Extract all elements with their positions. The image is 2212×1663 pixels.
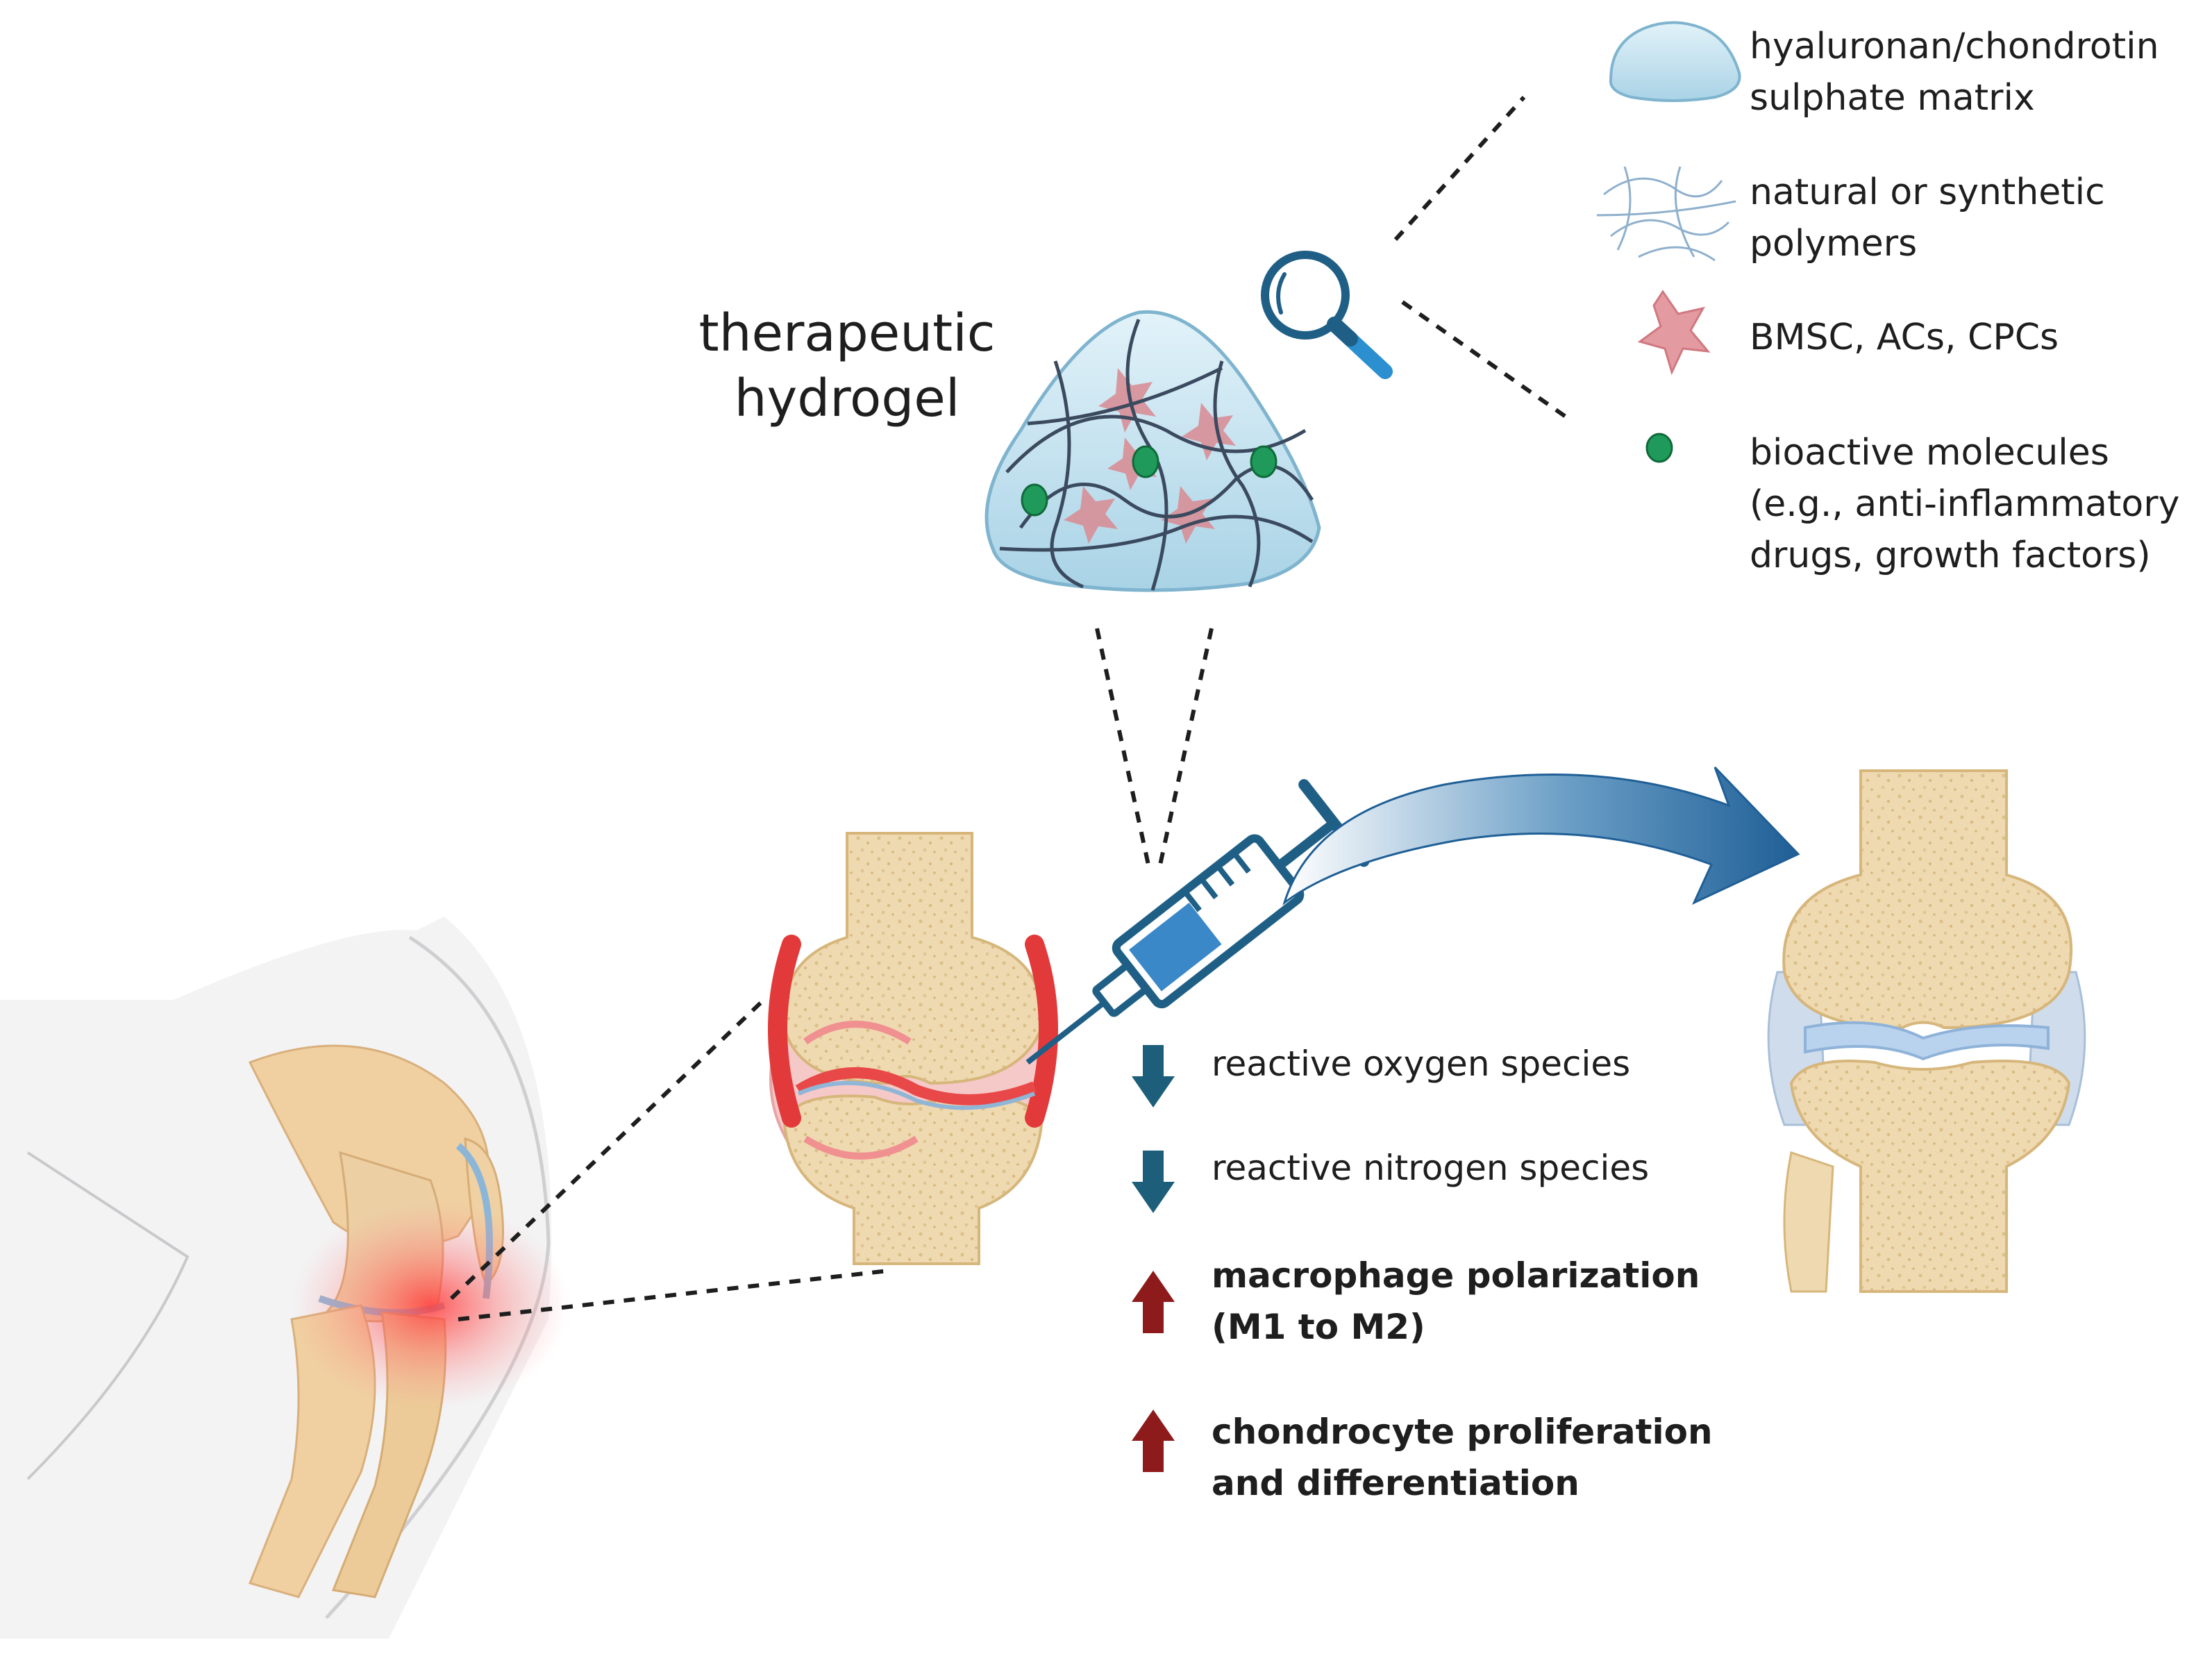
zoom-lines-hydrogel — [1095, 628, 1214, 869]
curved-arrow — [1282, 766, 1800, 905]
effect-chondrocyte-line-1: chondrocyte proliferation — [1212, 1412, 1713, 1452]
zoom-lines-leg — [449, 998, 889, 1321]
leg-illustration — [0, 917, 569, 1639]
effect-arrow-up-2 — [1132, 1410, 1175, 1472]
magnifier-icon — [1261, 251, 1393, 379]
effect-chondrocyte-line-2: and differentiation — [1212, 1463, 1580, 1503]
legend-item-matrix: hyaluronan/chondrotin sulphate matrix — [1750, 21, 2159, 124]
effect-arrow-down-2 — [1132, 1151, 1175, 1213]
effect-chondrocyte: chondrocyte proliferation and differenti… — [1212, 1406, 1713, 1509]
legend-item-molecules: bioactive molecules (e.g., anti-inflamma… — [1750, 427, 2179, 581]
legend-molecules-line-2: (e.g., anti-inflammatory — [1750, 483, 2180, 525]
zoom-lines-legend — [1393, 95, 1567, 419]
effect-arrow-down-1 — [1132, 1045, 1175, 1108]
legend-polymers-line-1: natural or synthetic — [1750, 172, 2105, 213]
legend-cell-icon — [1637, 290, 1711, 376]
effect-rns-label: reactive nitrogen species — [1212, 1148, 1650, 1188]
effect-macrophage-line-1: macrophage polarization — [1212, 1255, 1700, 1296]
effect-macrophage: macrophage polarization (M1 to M2) — [1212, 1250, 1700, 1353]
legend-molecule-dot-icon — [1645, 433, 1673, 463]
legend-cells-line-1: BMSC, ACs, CPCs — [1750, 317, 2059, 358]
hydrogel-dome — [984, 310, 1321, 592]
hydrogel-title-line-2: hydrogel — [734, 369, 960, 428]
effect-macrophage-line-2: (M1 to M2) — [1212, 1307, 1425, 1347]
effect-rns: reactive nitrogen species — [1212, 1142, 1649, 1194]
legend-item-polymers: natural or synthetic polymers — [1750, 167, 2105, 269]
legend-polymer-fibers-icon — [1596, 166, 1736, 262]
effect-arrow-up-1 — [1132, 1271, 1175, 1333]
legend-item-cells: BMSC, ACs, CPCs — [1750, 312, 2059, 363]
legend-molecules-line-1: bioactive molecules — [1750, 432, 2109, 474]
legend-matrix-line-2: sulphate matrix — [1750, 77, 2035, 119]
diseased-joint — [768, 832, 1058, 1265]
hydrogel-title: therapeutic hydrogel — [680, 301, 1014, 431]
legend-matrix-line-1: hyaluronan/chondrotin — [1750, 26, 2159, 67]
healed-joint — [1767, 769, 2086, 1293]
hydrogel-title-line-1: therapeutic — [698, 303, 996, 363]
legend-polymers-line-2: polymers — [1750, 223, 1918, 265]
effect-ros: reactive oxygen species — [1212, 1038, 1630, 1089]
legend-molecules-line-3: drugs, growth factors) — [1750, 535, 2151, 576]
legend-matrix-dome-icon — [1609, 21, 1741, 102]
effect-ros-label: reactive oxygen species — [1212, 1044, 1631, 1084]
